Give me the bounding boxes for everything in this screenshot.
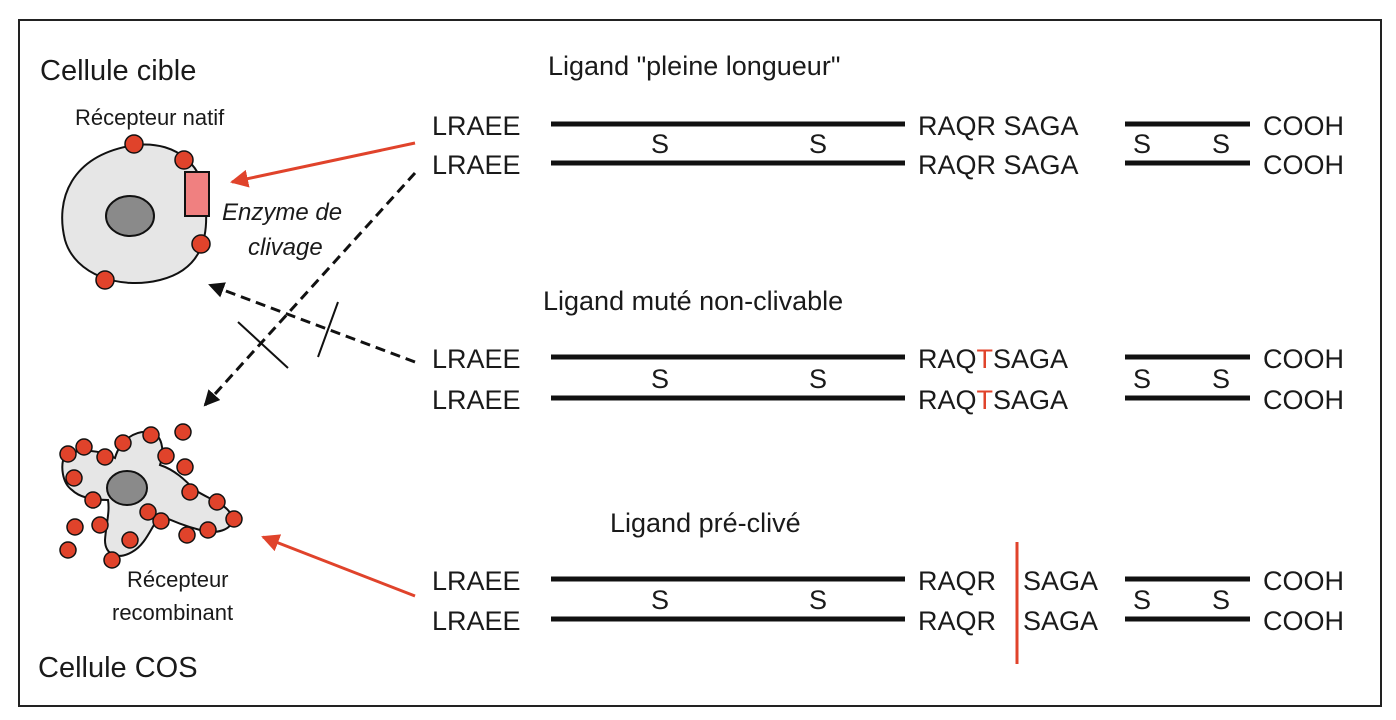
recombinant-receptor-label-line1: Récepteur: [127, 567, 229, 592]
recombinant-receptor-dot: [208, 493, 226, 511]
enzyme-label-line1: Enzyme de: [222, 199, 342, 226]
ligand-full-length: Ligand "pleine longueur" LRAEE RAQR SAGA…: [432, 51, 1344, 180]
block-mark-1: [237, 321, 289, 369]
strand-mid: RAQTSAGA: [918, 344, 1068, 374]
strand-mid-post: SAGA: [1023, 606, 1098, 636]
disulfide-s: S: [1133, 129, 1151, 159]
strand-mid-post: SAGA: [1023, 566, 1098, 596]
native-receptor-dot: [95, 270, 115, 290]
cos-cell: [59, 423, 243, 569]
recombinant-receptor-dot: [142, 426, 160, 444]
arrow-full-to-enzyme: [230, 141, 416, 188]
cos-cell-nucleus: [106, 470, 148, 506]
recombinant-receptor-dot: [139, 503, 157, 521]
recombinant-receptor-dot: [103, 551, 121, 569]
strand-n-term: LRAEE: [432, 566, 521, 596]
mutation-residue: T: [977, 385, 994, 415]
disulfide-s: S: [651, 364, 669, 394]
strand-c-term: COOH: [1263, 111, 1344, 141]
native-receptor-label: Récepteur natif: [75, 105, 225, 130]
disulfide-s: S: [809, 129, 827, 159]
recombinant-receptor-dot: [157, 447, 175, 465]
native-receptor-dot: [124, 134, 144, 154]
figure-frame: [18, 19, 1382, 707]
disulfide-s: S: [809, 364, 827, 394]
arrow-mutant-to-target-dashed: [208, 282, 416, 364]
cos-cell-title: Cellule COS: [38, 652, 198, 684]
strand-mid: RAQR SAGA: [918, 150, 1079, 180]
recombinant-receptor-dot: [152, 512, 170, 530]
strand-c-term: COOH: [1263, 150, 1344, 180]
target-cell-nucleus: [105, 195, 155, 237]
disulfide-s: S: [1133, 585, 1151, 615]
disulfide-s: S: [1212, 364, 1230, 394]
ligand-mutant-title: Ligand muté non-clivable: [543, 286, 843, 316]
target-cell-title: Cellule cible: [40, 55, 196, 87]
ligand-mutant: Ligand muté non-clivable LRAEE RAQTSAGA …: [432, 286, 1344, 415]
disulfide-s: S: [1212, 129, 1230, 159]
disulfide-s: S: [1133, 364, 1151, 394]
ligand-precleaved: Ligand pré-clivé LRAEE RAQR SAGA COOH S …: [432, 508, 1344, 664]
recombinant-receptor-dot: [199, 521, 217, 539]
recombinant-receptor-dot: [178, 526, 196, 544]
ligand-precleaved-title: Ligand pré-clivé: [610, 508, 801, 538]
native-receptor-dot: [174, 150, 194, 170]
arrow-full-to-cos-dashed: [203, 171, 417, 407]
recombinant-receptor-dot: [75, 438, 93, 456]
recombinant-receptor-dot: [96, 448, 114, 466]
strand-mid: RAQR SAGA: [918, 111, 1079, 141]
recombinant-receptor-dot: [174, 423, 192, 441]
recombinant-receptor-dot: [121, 531, 139, 549]
recombinant-receptor-dot: [114, 434, 132, 452]
enzyme-label-line2: clivage: [248, 234, 323, 261]
strand-mid-pre: RAQR: [918, 606, 996, 636]
recombinant-receptor-dot: [91, 516, 109, 534]
strand-c-term: COOH: [1263, 385, 1344, 415]
strand-c-term: COOH: [1263, 566, 1344, 596]
recombinant-receptor-label-line2: recombinant: [112, 600, 233, 625]
recombinant-receptor-dot: [66, 518, 84, 536]
disulfide-s: S: [651, 129, 669, 159]
strand-mid: RAQTSAGA: [918, 385, 1068, 415]
recombinant-receptor-dots: [59, 423, 243, 569]
recombinant-receptor-dot: [225, 510, 243, 528]
native-receptor-dot: [191, 234, 211, 254]
ligand-full-title: Ligand "pleine longueur": [548, 51, 840, 81]
strand-n-term: LRAEE: [432, 385, 521, 415]
strand-c-term: COOH: [1263, 606, 1344, 636]
strand-n-term: LRAEE: [432, 150, 521, 180]
strand-c-term: COOH: [1263, 344, 1344, 374]
block-mark-2: [317, 301, 339, 358]
recombinant-receptor-dot: [65, 469, 83, 487]
recombinant-receptor-dot: [181, 483, 199, 501]
cleavage-enzyme: [184, 171, 210, 217]
arrow-precleaved-to-cos: [261, 534, 416, 598]
recombinant-receptor-dot: [59, 541, 77, 559]
strand-n-term: LRAEE: [432, 344, 521, 374]
recombinant-receptor-dot: [176, 458, 194, 476]
recombinant-receptor-dot: [59, 445, 77, 463]
disulfide-s: S: [651, 585, 669, 615]
strand-n-term: LRAEE: [432, 111, 521, 141]
disulfide-s: S: [1212, 585, 1230, 615]
disulfide-s: S: [809, 585, 827, 615]
target-cell: [61, 134, 211, 290]
strand-n-term: LRAEE: [432, 606, 521, 636]
recombinant-receptor-dot: [84, 491, 102, 509]
strand-mid-pre: RAQR: [918, 566, 996, 596]
mutation-residue: T: [977, 344, 994, 374]
